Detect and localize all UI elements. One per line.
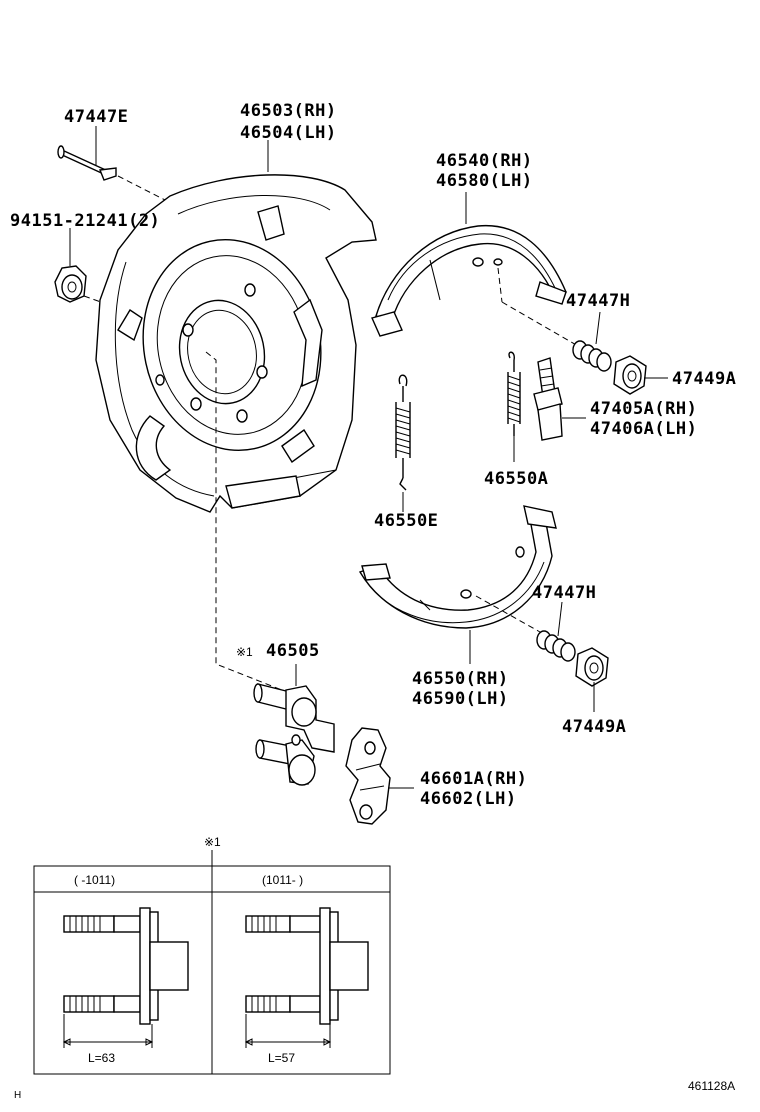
label-46550a: 46550A <box>484 469 548 489</box>
corner-letter: H <box>14 1090 21 1101</box>
inset-left-dimension: L=63 <box>88 1051 115 1065</box>
bellcrank-illustration <box>253 664 335 786</box>
label-47447e: 47447E <box>64 107 128 127</box>
label-47449a-lower: 47449A <box>562 717 626 737</box>
label-46602-lh: 46602(LH) <box>420 789 517 809</box>
inset-right-bellcrank <box>244 907 369 1048</box>
upper-hold-spring-illustration <box>572 311 612 372</box>
label-46601a-rh: 46601A(RH) <box>420 769 527 789</box>
inset-right-header: (1011- ) <box>262 873 303 887</box>
label-47449a-upper: 47449A <box>672 369 736 389</box>
label-46550e: 46550E <box>374 511 438 531</box>
inset-left-header: ( -1011) <box>74 873 115 887</box>
lower-shoe-illustration <box>358 505 557 664</box>
label-47405a-rh: 47405A(RH) <box>590 399 697 419</box>
label-94151-21241: 94151-21241(2) <box>10 211 160 231</box>
label-46580-lh: 46580(LH) <box>436 171 533 191</box>
inset-right-dimension: L=57 <box>268 1051 295 1065</box>
lower-hold-spring-illustration <box>536 601 576 662</box>
spring-46550a-illustration <box>507 351 521 462</box>
diagram-id: 461128A <box>688 1079 735 1093</box>
label-46540-rh: 46540(RH) <box>436 151 533 171</box>
spring-46550e-illustration <box>395 374 411 512</box>
label-46505: 46505 <box>266 641 320 661</box>
bolt-94151-illustration <box>54 228 87 303</box>
inset-left-bellcrank <box>62 907 189 1048</box>
upper-shoe-illustration <box>371 192 567 337</box>
label-bellcrank-mark: ※1 <box>236 645 253 659</box>
label-47447h-upper: 47447H <box>566 291 630 311</box>
label-47447h-lower: 47447H <box>532 583 596 603</box>
label-46590-lh: 46590(LH) <box>412 689 509 709</box>
parking-lever-illustration <box>345 727 414 825</box>
label-46504-lh: 46504(LH) <box>240 123 337 143</box>
upper-hold-cup-illustration <box>613 355 668 395</box>
lower-hold-cup-illustration <box>575 647 609 712</box>
pin-47447e-illustration <box>57 126 117 181</box>
adjuster-illustration <box>533 357 586 441</box>
label-46550-rh: 46550(RH) <box>412 669 509 689</box>
label-47406a-lh: 47406A(LH) <box>590 419 697 439</box>
inset-mark: ※1 <box>204 835 221 849</box>
label-46503-rh: 46503(RH) <box>240 101 337 121</box>
inset-variant-box: ※1 ( -1011) (1011- ) L=63 <box>33 835 391 1075</box>
backing-plate-illustration <box>95 140 377 513</box>
